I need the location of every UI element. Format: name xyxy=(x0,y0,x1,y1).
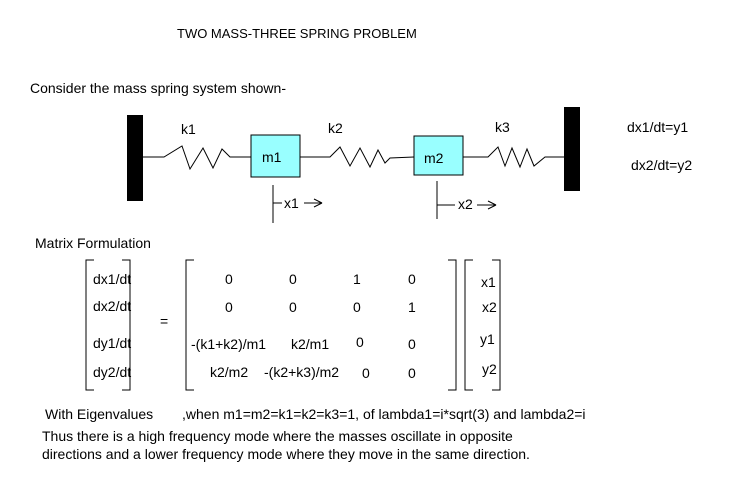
x1-arrow-head-lower xyxy=(313,202,323,208)
lhs-entry: dy2/dt xyxy=(93,364,132,380)
matrix-cell: 0 xyxy=(356,334,364,350)
lhs-bracket-left xyxy=(85,259,94,391)
spring-label-k1: k1 xyxy=(181,121,196,137)
spring-label-k3: k3 xyxy=(495,119,510,135)
matrix-cell: 0 xyxy=(408,365,416,381)
matrix-cell: 0 xyxy=(289,271,297,287)
spring-k3 xyxy=(463,146,564,169)
displacement-label-x1: x1 xyxy=(284,195,299,211)
matrix-cell: 0 xyxy=(362,365,370,381)
spring-k1 xyxy=(143,145,251,171)
eigenvalues-text: ,when m1=m2=k1=k2=k3=1, of lambda1=i*sqr… xyxy=(182,406,586,422)
rhs-entry: x2 xyxy=(482,299,497,315)
x2-arrow-head xyxy=(477,200,497,206)
matrix-cell: 0 xyxy=(408,336,416,352)
matrix-cell: 1 xyxy=(408,299,416,315)
matrix-bracket-right xyxy=(448,259,457,391)
eigenvalues-prefix: With Eigenvalues xyxy=(45,406,154,422)
rhs-bracket-left xyxy=(464,259,473,391)
matrix-cell: 0 xyxy=(408,271,416,287)
spring-label-k2: k2 xyxy=(328,120,343,136)
matrix-cell: 0 xyxy=(225,271,233,287)
matrix-cell: 0 xyxy=(289,299,297,315)
conclusion-line: Thus there is a high frequency mode wher… xyxy=(42,428,513,444)
matrix-cell: 1 xyxy=(353,271,361,287)
lhs-entry: dx2/dt xyxy=(93,298,132,314)
page-title: TWO MASS-THREE SPRING PROBLEM xyxy=(177,26,417,41)
spring-k2 xyxy=(300,146,415,169)
right-wall xyxy=(564,107,580,191)
definition-y1: dx1/dt=y1 xyxy=(627,119,689,135)
left-wall xyxy=(127,115,143,201)
equals-sign: = xyxy=(160,313,169,329)
definition-y2: dx2/dt=y2 xyxy=(631,157,693,173)
lhs-entry: dy1/dt xyxy=(93,335,132,351)
mass-label-m1: m1 xyxy=(262,149,282,165)
x2-arrow-head-lower xyxy=(487,204,497,210)
matrix-cell: -(k1+k2)/m1 xyxy=(191,336,267,352)
matrix-cell: 0 xyxy=(353,299,361,315)
matrix-cell: k2/m1 xyxy=(291,336,330,352)
mass-label-m2: m2 xyxy=(424,150,444,166)
rhs-entry: x1 xyxy=(481,274,496,290)
rhs-entry: y1 xyxy=(480,331,495,347)
matrix-heading: Matrix Formulation xyxy=(35,235,151,251)
matrix-cell: 0 xyxy=(225,299,233,315)
rhs-bracket-right xyxy=(492,259,501,391)
conclusion-line: directions and a lower frequency mode wh… xyxy=(42,446,530,462)
intro-text: Consider the mass spring system shown- xyxy=(30,80,286,96)
matrix-cell: -(k2+k3)/m2 xyxy=(264,364,340,380)
matrix-bracket-left xyxy=(185,259,194,391)
mass-m2 xyxy=(413,135,464,176)
rhs-entry: y2 xyxy=(482,361,497,377)
matrix-cell: k2/m2 xyxy=(210,364,249,380)
x1-arrow-head xyxy=(304,198,323,204)
lhs-entry: dx1/dt xyxy=(93,271,132,287)
displacement-label-x2: x2 xyxy=(458,196,473,212)
mass-m1 xyxy=(250,134,301,178)
lhs-bracket-right xyxy=(122,259,131,391)
